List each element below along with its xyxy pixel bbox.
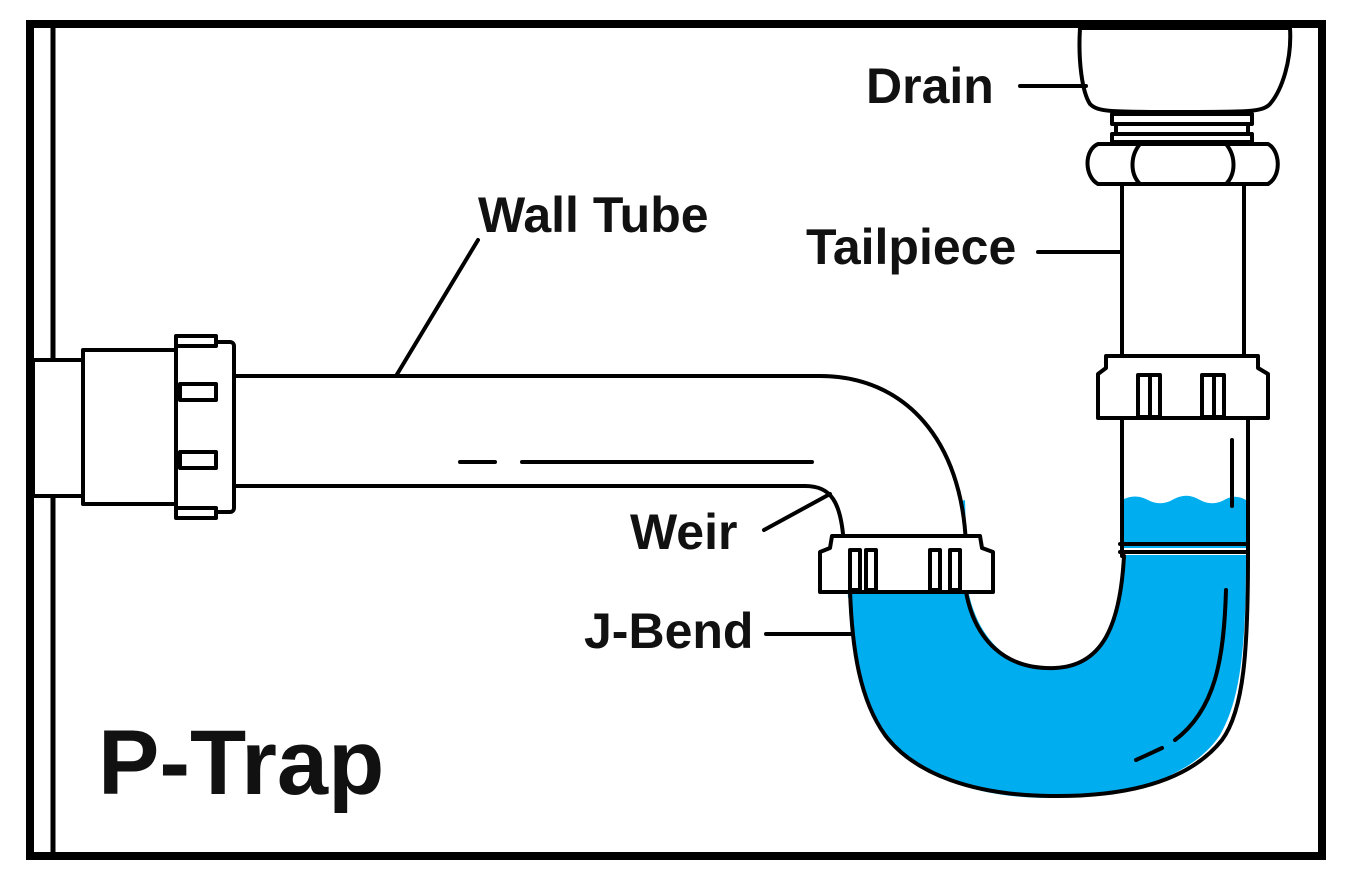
j-bend-inner (964, 554, 1126, 671)
wall-stub (31, 358, 87, 498)
label-j-bend: J-Bend (584, 603, 753, 659)
leader-weir (762, 492, 832, 532)
label-wall-tube: Wall Tube (478, 187, 709, 243)
j-bend-outline (848, 553, 1250, 799)
j-bend-slip-nut (818, 534, 995, 594)
tailpiece-slip-nut (1096, 354, 1270, 420)
water-tailpiece (1122, 495, 1246, 548)
water-j-bend (848, 555, 1246, 798)
j-bend-highlight-dash (1134, 746, 1164, 762)
wall-slip-nut (174, 334, 236, 520)
drain-nut-face (1130, 142, 1236, 186)
drain-nut (1085, 142, 1280, 186)
tailpiece-upper (1120, 182, 1246, 362)
drain-body (1077, 26, 1293, 114)
drain-threads (1110, 112, 1254, 144)
tailpiece-lower (1118, 416, 1250, 558)
label-tailpiece: Tailpiece (806, 219, 1016, 275)
diagram-title: P-Trap (98, 712, 384, 814)
wall-adapter (81, 348, 180, 506)
label-weir: Weir (630, 504, 737, 560)
leader-wall-tube (394, 238, 480, 378)
j-bend-highlight (1173, 588, 1228, 742)
label-drain: Drain (866, 58, 994, 114)
